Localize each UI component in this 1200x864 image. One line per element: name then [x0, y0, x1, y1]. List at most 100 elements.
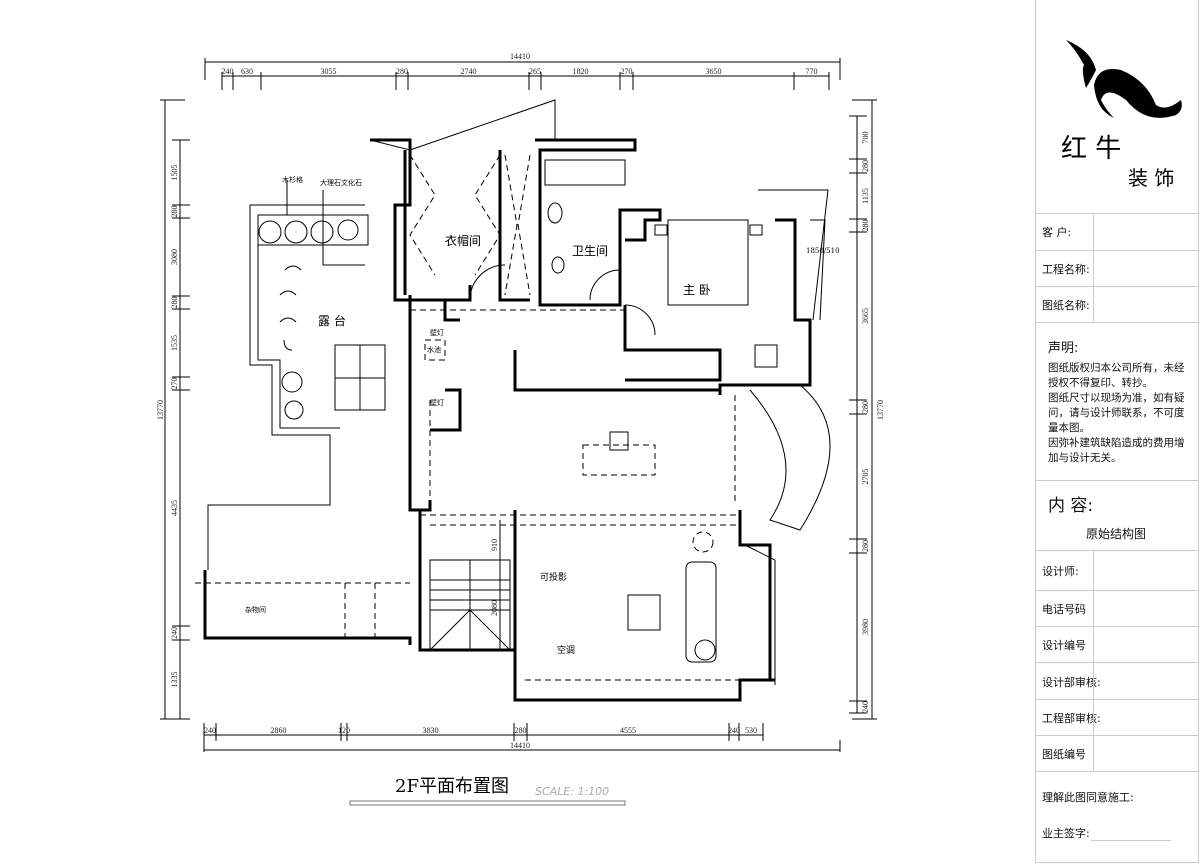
dim-label: 280: [861, 401, 870, 413]
dim-label: 4435: [170, 500, 179, 516]
dim-label: 270: [621, 67, 633, 76]
dim-label: 280: [861, 540, 870, 552]
bed: [667, 219, 749, 306]
dim-label: 630: [241, 67, 253, 76]
dim-label: 280: [170, 206, 179, 218]
owner-sign-label: 业主签字:: [1042, 827, 1090, 840]
dim-label: 2705: [861, 469, 870, 485]
content-value: 原始结构图: [1086, 527, 1147, 541]
dim-label: 1820: [573, 67, 589, 76]
dining-table: [334, 344, 386, 411]
dim-label: 3980: [861, 619, 870, 635]
dim-label: 1505: [170, 165, 179, 181]
field-drawing-no: 图纸编号: [1036, 735, 1198, 772]
master-bedroom: 主 卧 1850/510: [654, 219, 840, 368]
stair-dim: 910: [490, 539, 499, 551]
dim-label: 3830: [423, 726, 439, 735]
dim-right-total: 13770: [876, 400, 885, 420]
field-project-name: 工程名称:: [1036, 250, 1198, 287]
statement-item: 图纸版权归本公司所有，未经授权不得复印、转抄。: [1048, 362, 1185, 389]
owner-section: 理解此图同意施工: 业主签字:: [1036, 771, 1198, 862]
dim-label: 240: [861, 701, 870, 713]
dim-label: 270: [170, 378, 179, 390]
field-eng-review: 工程部审核:: [1036, 699, 1198, 736]
lounge-chairs: [279, 265, 302, 351]
dim-label: 120: [338, 726, 350, 735]
drawing-scale: SCALE: 1:100: [535, 785, 609, 798]
dim-label: 280: [515, 726, 527, 735]
center-table: [582, 431, 656, 476]
content-title: 内 容:: [1048, 496, 1094, 516]
plant: [284, 400, 304, 420]
statement-title: 声明:: [1048, 341, 1079, 356]
dim-label: 2860: [271, 726, 287, 735]
statement-item: 因弥补建筑缺陷造成的费用增加与设计无关。: [1048, 437, 1185, 464]
dim-label: 1135: [861, 188, 870, 204]
field-design-no: 设计编号: [1036, 626, 1198, 663]
dim-label: 530: [745, 726, 757, 735]
dim-label: 770: [806, 67, 818, 76]
plant-row: [258, 219, 359, 244]
staircase: 910 2080: [429, 520, 511, 651]
sofa: [685, 561, 717, 663]
media-room: 可投影 空调: [540, 531, 717, 663]
dim-left-total: 13770: [156, 400, 165, 420]
label-terrace: 露 台: [318, 313, 346, 328]
walls: [369, 99, 831, 702]
label-wall-lamp: 壁灯: [430, 398, 444, 407]
statement-item: 图纸尺寸以现场为准，如有疑问，请与设计师联系，不可度量本图。: [1048, 392, 1185, 434]
label-ac: 空调: [557, 644, 575, 656]
sink-area: 壁灯 水池 壁灯: [424, 328, 446, 407]
terrace: 木杉格 大理石文化石 露 台: [207, 175, 386, 570]
dim-label: 2740: [461, 67, 477, 76]
toilet: [547, 202, 563, 224]
label-storage: 杂物间: [245, 605, 266, 614]
drawing-title: 2F平面布置图: [395, 776, 509, 797]
title-underline: [349, 800, 626, 806]
coffee-table: [627, 594, 661, 631]
label-master-bedroom: 主 卧: [683, 283, 711, 297]
content-section: 内 容: 原始结构图: [1036, 480, 1198, 551]
cloakroom: 衣帽间: [409, 154, 531, 296]
field-phone: 电话号码: [1036, 590, 1198, 627]
brand-logo: [1066, 40, 1182, 118]
dim-label: 3055: [321, 67, 337, 76]
dim-label: 240: [222, 67, 234, 76]
label-cloakroom: 衣帽间: [445, 233, 481, 248]
dim-label: 280: [170, 297, 179, 309]
label-sink: 水池: [427, 345, 441, 354]
window-note: 1850/510: [806, 247, 840, 255]
dim-label: 700: [861, 132, 870, 144]
field-design-review: 设计部审核:: [1036, 662, 1198, 700]
storage-room: 杂物间: [195, 570, 412, 645]
logo-text-2: 装 饰: [1128, 166, 1175, 190]
field-designer: 设计师:: [1036, 550, 1198, 591]
dim-label: 240: [170, 627, 179, 639]
dim-label: 265: [529, 67, 541, 76]
stair-dim: 2080: [490, 600, 499, 616]
dim-label: 3665: [861, 308, 870, 324]
plant: [281, 371, 303, 393]
logo-text-1: 红 牛: [1061, 134, 1122, 164]
dim-label: 1335: [170, 672, 179, 688]
washbasin: [551, 256, 565, 274]
signature-line: [1091, 840, 1171, 841]
dim-label: 240: [728, 726, 740, 735]
agree-label: 理解此图同意施工:: [1042, 791, 1134, 804]
dim-label: 280: [396, 67, 408, 76]
label-wall-lamp: 壁灯: [430, 328, 444, 337]
dim-label: 4555: [620, 726, 636, 735]
label-bathroom: 卫生间: [572, 244, 608, 258]
statement-section: 声明: 图纸版权归本公司所有，未经授权不得复印、转抄。 图纸尺寸以现场为准，如有…: [1036, 322, 1198, 481]
dim-label: 3080: [170, 249, 179, 265]
dim-label: 280: [861, 220, 870, 232]
label-projection: 可投影: [540, 571, 567, 583]
dim-bottom-total: 14410: [510, 741, 530, 750]
field-client: 客 户:: [1036, 213, 1198, 250]
field-drawing-name: 图纸名称:: [1036, 286, 1198, 323]
